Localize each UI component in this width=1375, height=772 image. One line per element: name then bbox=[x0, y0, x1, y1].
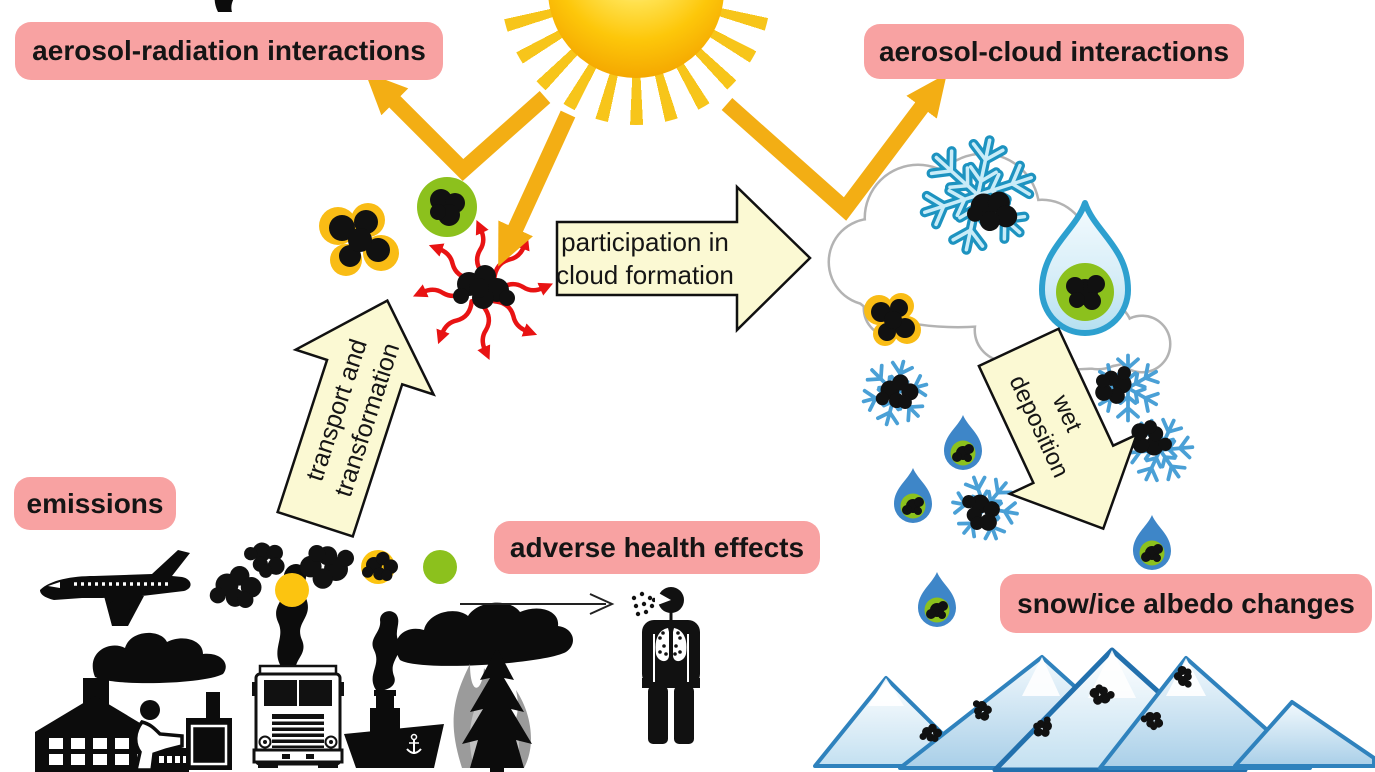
label-emissions: emissions bbox=[14, 477, 176, 530]
person-lungs-icon bbox=[631, 587, 700, 744]
participation-arrow-label: participation in cloud formation bbox=[555, 222, 735, 295]
absorbing-aerosol-red-arrows-icon bbox=[423, 230, 543, 350]
big-raindrop-icon bbox=[1039, 200, 1131, 336]
ship-icon bbox=[344, 611, 444, 768]
mountains-icon bbox=[813, 647, 1375, 772]
wet-deposition-arrow bbox=[977, 327, 1139, 531]
scattered-ray-arrow-icon bbox=[365, 72, 551, 181]
smoke-plume-icon bbox=[92, 632, 226, 684]
secondary-aerosol-particle-icon bbox=[417, 177, 477, 237]
domestic-heating-icon bbox=[133, 0, 234, 772]
participation-line2: cloud formation bbox=[556, 259, 734, 290]
secondary-aerosol-particle-icon bbox=[423, 550, 457, 584]
participation-arrow bbox=[555, 184, 812, 333]
absorbed-ray-arrow-icon bbox=[498, 110, 576, 267]
airplane-icon bbox=[40, 550, 191, 626]
coated-aerosol-particle-icon bbox=[864, 293, 921, 346]
inhaled-particles-icon bbox=[631, 591, 657, 617]
emitted-particles bbox=[209, 530, 457, 608]
anchor-icon bbox=[406, 733, 422, 754]
secondary-aerosol-particle-icon bbox=[275, 573, 309, 607]
smoke-plume-icon bbox=[372, 611, 400, 691]
label-snow-ice-albedo: snow/ice albedo changes bbox=[1000, 574, 1372, 633]
burning-tree-icon bbox=[462, 648, 532, 768]
sun-ray-arrows bbox=[365, 72, 947, 267]
factory-icon bbox=[35, 632, 226, 772]
smoke-plume-icon bbox=[214, 0, 234, 12]
wildfire-icon bbox=[395, 602, 573, 772]
raindrop-icon bbox=[894, 468, 932, 523]
big-snowflake-icon bbox=[912, 129, 1045, 262]
transport-arrow bbox=[276, 298, 437, 539]
health-arrow-icon bbox=[460, 593, 615, 615]
smoke-plume-icon bbox=[395, 602, 573, 666]
label-adverse-health: adverse health effects bbox=[494, 521, 820, 574]
soot-particle-icon bbox=[300, 545, 354, 589]
soot-particle-icon bbox=[209, 566, 262, 608]
label-aerosol-radiation: aerosol-radiation interactions bbox=[15, 22, 443, 80]
label-aerosol-cloud: aerosol-cloud interactions bbox=[864, 24, 1244, 79]
participation-line1: participation in bbox=[561, 227, 729, 257]
raindrop-icon bbox=[918, 572, 956, 627]
cloud-reflected-ray-arrow-icon bbox=[721, 73, 947, 221]
raindrop-icon bbox=[1133, 515, 1171, 570]
coated-aerosol-particle-icon bbox=[361, 550, 398, 584]
coated-aerosol-particle-icon bbox=[319, 203, 399, 276]
